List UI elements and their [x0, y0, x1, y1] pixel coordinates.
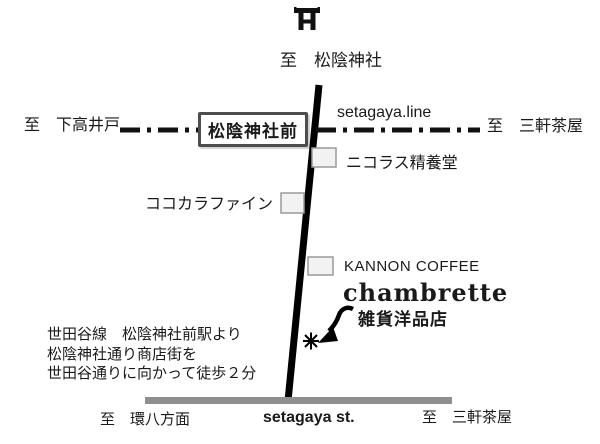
railway-right-terminus-label: 至 三軒茶屋 [487, 118, 584, 135]
walking-directions: 世田谷線 松陰神社前駅より 松陰神社通り商店街を 世田谷通りに向かって徒歩２分 [47, 325, 256, 384]
street-right-terminus-label: 至 三軒茶屋 [422, 409, 513, 426]
torii-gate-icon [294, 7, 320, 30]
building-box-cocokara [280, 192, 305, 214]
directions-line-1: 世田谷線 松陰神社前駅より [47, 326, 242, 343]
landmark-label-cocokara: ココカラファイン [145, 196, 274, 213]
building-box-nicolas [311, 147, 337, 168]
railway-left-terminus-label: 至 下高井戸 [24, 117, 121, 134]
setagaya-street-bar [145, 397, 452, 404]
directions-line-3: 世田谷通りに向かって徒歩２分 [47, 365, 257, 382]
landmark-label-nicolas: ニコラス精養堂 [346, 155, 458, 172]
station-label: 松陰神社前 [208, 122, 298, 141]
shop-pointer-arrow-icon [318, 305, 355, 343]
shop-name: chambrette [343, 278, 509, 307]
street-left-terminus-label: 至 環八方面 [100, 411, 191, 428]
railway-line-name-label: setagaya.line [337, 104, 432, 121]
station-box-shoinjinjamae: 松陰神社前 [198, 112, 308, 147]
street-name-label: setagaya st. [263, 409, 355, 426]
landmark-label-kannon: KANNON COFFEE [344, 258, 480, 275]
shopping-street-road [284, 84, 323, 402]
to-shoin-shrine-label: 至 松陰神社 [280, 51, 382, 70]
directions-line-2: 松陰神社通り商店街を [47, 345, 198, 363]
shop-marker-star-icon [303, 332, 319, 350]
building-box-kannon [307, 256, 334, 276]
shop-category: 雑貨洋品店 [358, 310, 448, 329]
